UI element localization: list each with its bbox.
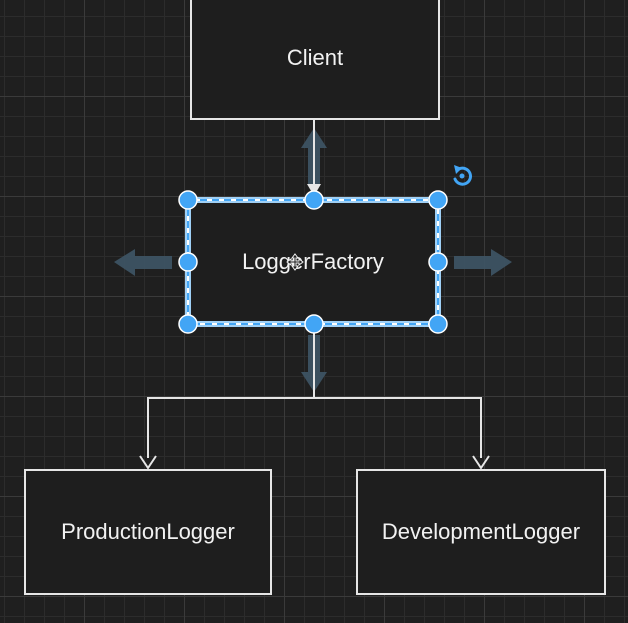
edge-factory-development-arrowhead bbox=[472, 455, 490, 470]
edge-factory-development[interactable] bbox=[314, 397, 482, 458]
node-client[interactable]: Client bbox=[190, 0, 440, 120]
connect-arrow-left[interactable] bbox=[114, 249, 172, 276]
node-production-logger[interactable]: ProductionLogger bbox=[24, 469, 272, 595]
edge-factory-production-arrowhead bbox=[139, 455, 157, 470]
edge-factory-production[interactable] bbox=[147, 324, 315, 458]
connect-arrow-right[interactable] bbox=[454, 249, 512, 276]
node-production-logger-label: ProductionLogger bbox=[61, 519, 235, 544]
node-client-label: Client bbox=[286, 45, 344, 70]
edge-client-factory-arrowhead bbox=[307, 184, 321, 196]
node-development-logger[interactable]: DevelopmentLogger bbox=[356, 469, 606, 595]
node-logger-factory[interactable]: LoggerFactory bbox=[188, 200, 438, 324]
node-logger-factory-label: LoggerFactory bbox=[242, 249, 384, 274]
node-development-logger-label: DevelopmentLogger bbox=[381, 519, 581, 544]
